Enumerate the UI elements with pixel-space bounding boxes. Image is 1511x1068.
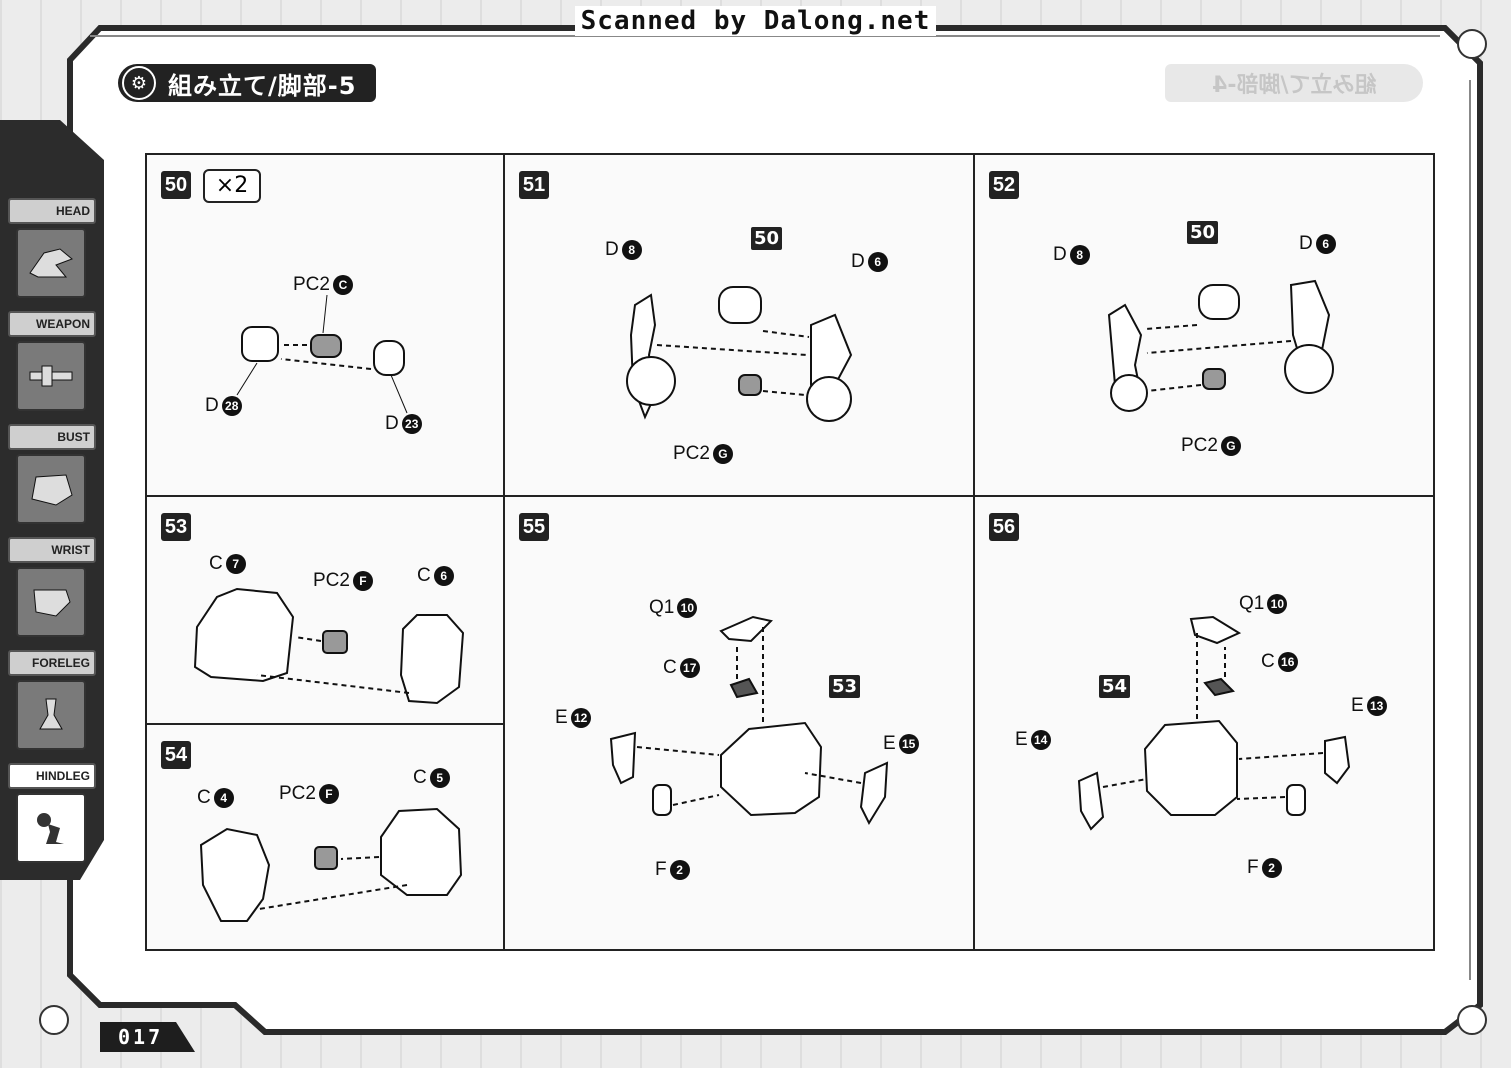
step-56-illustration bbox=[1077, 615, 1351, 831]
section-title-badge: ⚙ 組み立て/脚部-5 bbox=[118, 64, 376, 102]
step-number: 54 bbox=[161, 741, 191, 769]
step-52-illustration bbox=[1107, 279, 1334, 412]
tab-foreleg[interactable]: FORELEG bbox=[8, 650, 96, 750]
reference-step: 50 bbox=[751, 227, 783, 250]
bust-icon bbox=[16, 454, 86, 524]
hindleg-icon bbox=[16, 793, 86, 863]
step-53-illustration bbox=[193, 587, 465, 705]
step-number: 55 bbox=[519, 513, 549, 541]
watermark: Scanned by Dalong.net bbox=[0, 6, 1511, 36]
step-number: 50 bbox=[161, 171, 191, 199]
tab-wrist[interactable]: WRIST bbox=[8, 537, 96, 637]
step-54-illustration bbox=[199, 807, 463, 922]
step-number: 53 bbox=[161, 513, 191, 541]
step-51-illustration bbox=[626, 286, 853, 422]
step-number: 52 bbox=[989, 171, 1019, 199]
foreleg-icon bbox=[16, 680, 86, 750]
step-number: 56 bbox=[989, 513, 1019, 541]
multiplier-badge: ×2 bbox=[203, 169, 261, 203]
tab-weapon[interactable]: WEAPON bbox=[8, 311, 96, 411]
page-number: 017 bbox=[100, 1022, 195, 1052]
gear-icon: ⚙ bbox=[122, 66, 156, 100]
step-number: 51 bbox=[519, 171, 549, 199]
tab-head[interactable]: HEAD bbox=[8, 198, 96, 298]
tab-bust[interactable]: BUST bbox=[8, 424, 96, 524]
wrist-icon bbox=[16, 567, 86, 637]
head-icon bbox=[16, 228, 86, 298]
bleed-through-title: 組み立て/脚部-4 bbox=[1165, 64, 1423, 102]
reference-step: 50 bbox=[1187, 221, 1219, 244]
side-tab-bar: HEAD WEAPON BUST WRIST FORELEG HINDLEG bbox=[0, 120, 104, 880]
step-55-illustration bbox=[609, 615, 889, 826]
section-title: 組み立て/脚部-5 bbox=[168, 71, 357, 100]
tab-hindleg[interactable]: HINDLEG bbox=[8, 763, 96, 863]
step-50-illustration bbox=[236, 294, 408, 414]
reference-step: 53 bbox=[829, 675, 861, 698]
weapon-icon bbox=[16, 341, 86, 411]
reference-step: 54 bbox=[1099, 675, 1131, 698]
